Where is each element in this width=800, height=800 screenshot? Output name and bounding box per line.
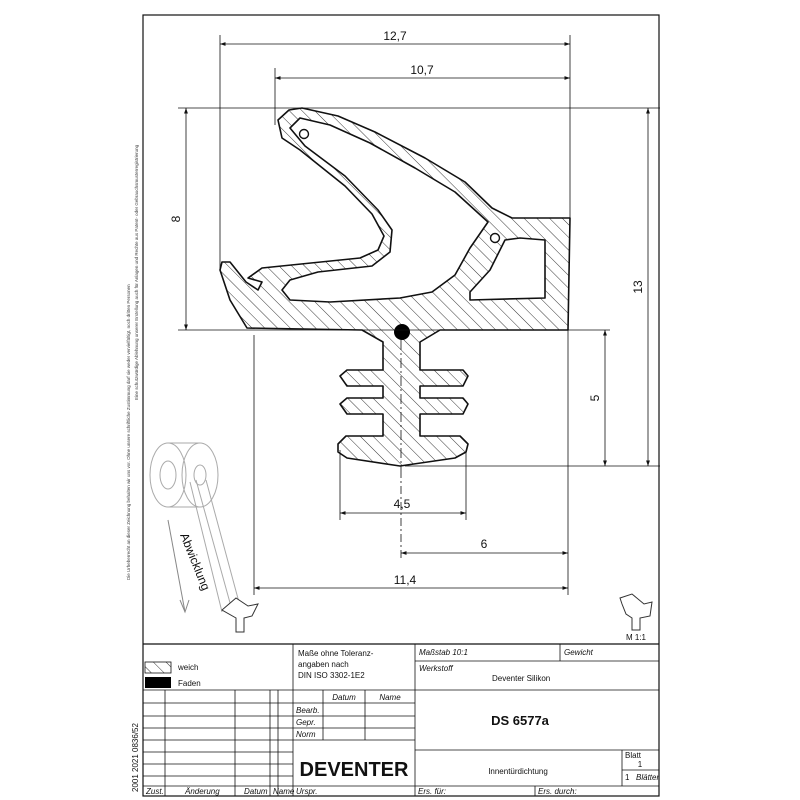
sheets-label: Blätter	[636, 773, 659, 782]
legend-thread-swatch	[145, 677, 171, 688]
dim-width-upper: 10,7	[410, 63, 434, 77]
scale-label: Maßstab 10:1	[419, 648, 468, 657]
dimensions: 12,7 10,7 8 13 5 4,5 6 11,4	[169, 29, 660, 595]
part-number: DS 6577a	[491, 713, 550, 728]
description: Innentürdichtung	[488, 767, 548, 776]
sheet-label: Blatt	[625, 751, 642, 760]
dim-height-right: 13	[631, 280, 645, 294]
sheet-number: 1	[638, 760, 643, 769]
dim-height-left: 8	[169, 215, 183, 222]
drawing-frame	[142, 14, 660, 797]
company-name: DEVENTER	[300, 759, 409, 781]
material-label: Werkstoff	[419, 664, 453, 673]
dim-height-foot: 5	[588, 394, 602, 401]
weight-label: Gewicht	[564, 648, 594, 657]
material-value: Deventer Silikon	[492, 674, 550, 683]
tolerance-note-2: angaben nach	[298, 660, 349, 669]
footer-name: Name	[273, 787, 295, 796]
footer-change: Änderung	[184, 787, 220, 796]
row-bearb: Bearb.	[296, 706, 320, 715]
hinge-hole-top	[298, 128, 310, 140]
detail-scale: M 1:1	[626, 633, 647, 642]
tolerance-note-3: DIN ISO 3302-1E2	[298, 671, 365, 680]
title-block	[143, 643, 659, 796]
legend-hatch-swatch	[144, 661, 172, 674]
hinge-hole-right	[489, 232, 501, 244]
footer-date: Datum	[244, 787, 268, 796]
sheets-total: 1	[625, 773, 630, 782]
footer-orig: Urspr.	[296, 787, 317, 796]
thread-core	[394, 324, 410, 340]
unwinding-label: Abwicklung	[177, 531, 213, 593]
dim-width-total-top: 12,7	[383, 29, 407, 43]
side-chamber	[469, 237, 546, 301]
footer-zust: Zust.	[145, 787, 164, 796]
footer-replaces: Ers. für:	[418, 787, 446, 796]
row-gepr: Gepr.	[296, 718, 316, 727]
dim-width-bottom: 11,4	[394, 573, 417, 587]
side-note-rights: Eine schutzwürdige Ablehnung unserer Ers…	[134, 144, 139, 400]
dim-foot-width: 4,5	[394, 497, 411, 511]
row-norm: Norm	[296, 730, 316, 739]
profile-thumbnail-detail	[619, 593, 653, 631]
hollow-chamber	[281, 117, 489, 303]
side-note-copyright: Die Urheberrecht an dieser Zeichnung beh…	[126, 284, 131, 580]
profile-thumbnail-left	[221, 597, 259, 633]
dim-half-width: 6	[481, 537, 488, 551]
unwinding-sketch	[149, 442, 241, 614]
tolerance-note-1: Maße ohne Toleranz-	[298, 649, 374, 658]
legend-thread: Faden	[178, 679, 201, 688]
seal-profile	[219, 107, 571, 470]
date-header: Datum	[332, 693, 356, 702]
footer-replaced-by: Ers. durch:	[538, 787, 577, 796]
name-header: Name	[379, 693, 401, 702]
revision-code: 2001 2021 0836/52	[131, 722, 140, 792]
legend-soft: weich	[177, 663, 198, 672]
